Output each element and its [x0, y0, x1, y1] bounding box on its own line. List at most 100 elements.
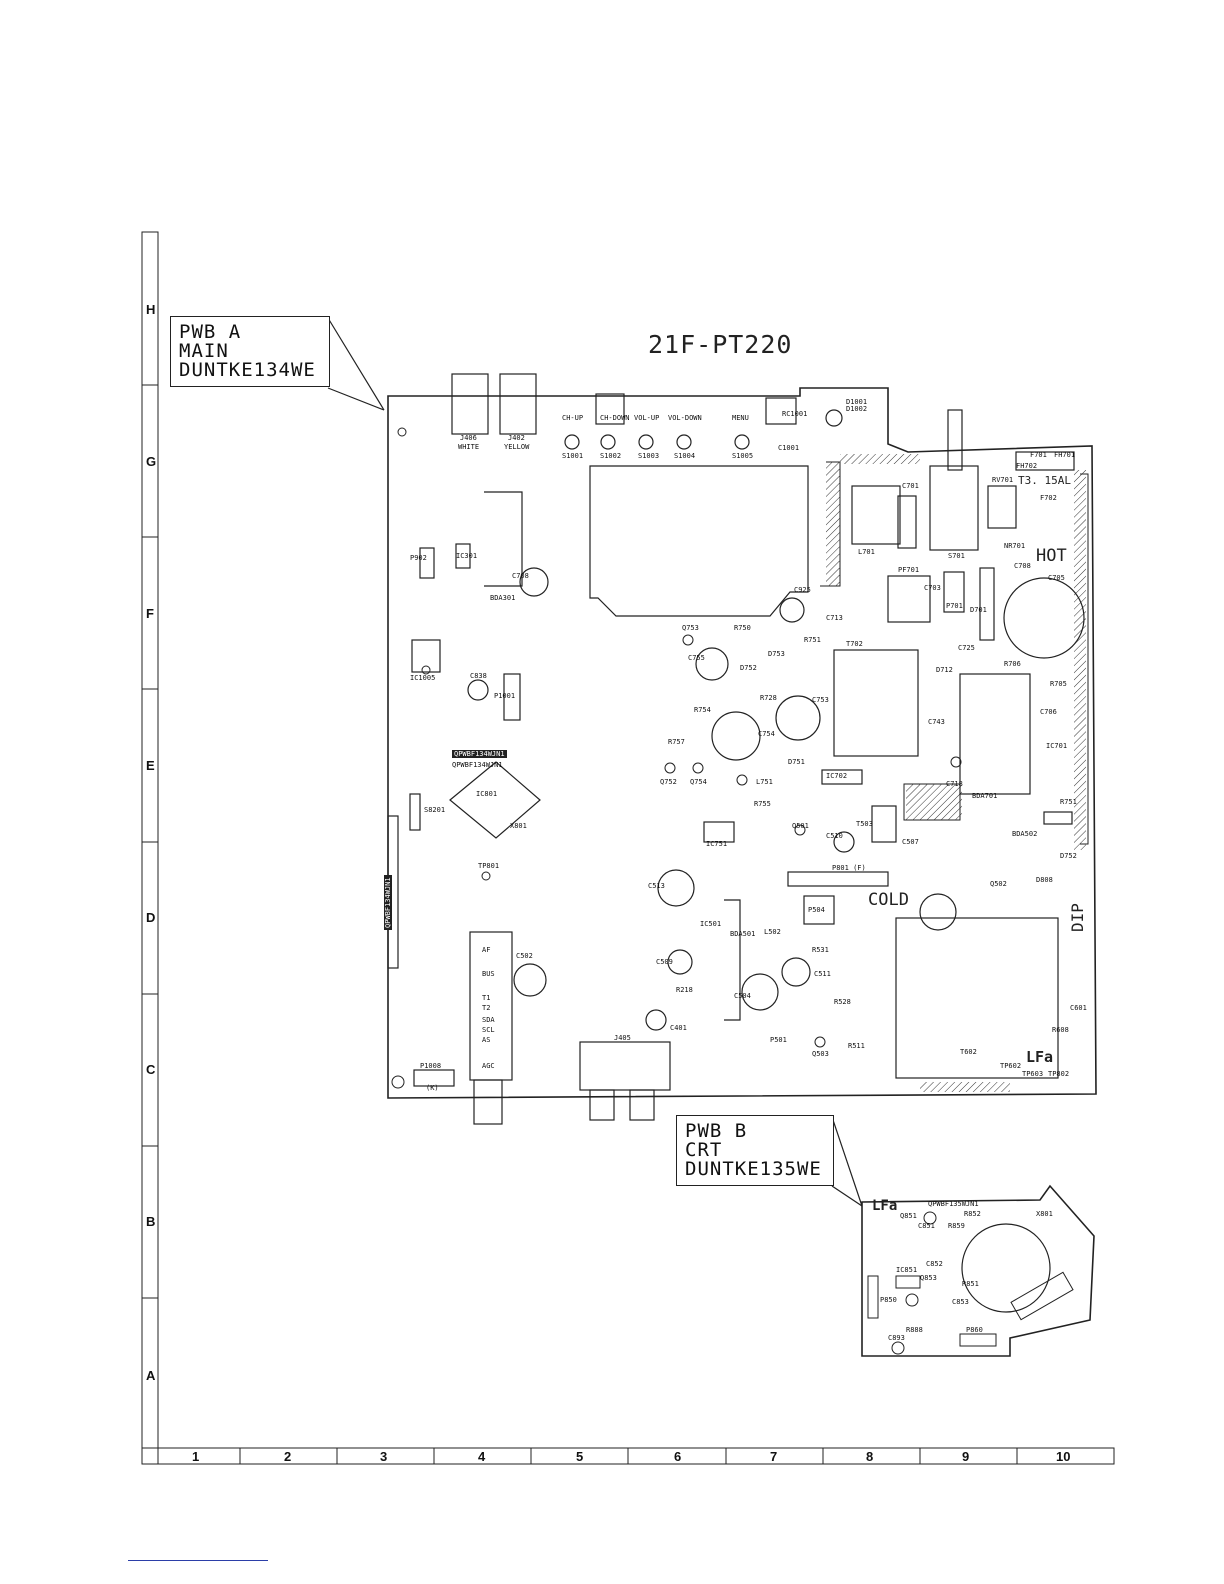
ref-r859: R859 [948, 1222, 965, 1230]
ref-r888: R888 [906, 1326, 923, 1334]
callout-main-line3: DUNTKE134WE [179, 359, 316, 381]
grid-row-e: E [146, 758, 155, 773]
grid-col-1: 1 [192, 1449, 200, 1464]
ref-s1005: S1005 [732, 452, 754, 460]
label-fuse-rating: T3. 15AL [1018, 474, 1071, 487]
ref-tp602: TP602 [1000, 1062, 1022, 1070]
ref-d712: D712 [936, 666, 953, 674]
grid-row-c: C [146, 1062, 156, 1077]
ref-r751: R751 [804, 636, 821, 644]
ref-p902: P902 [410, 554, 427, 562]
ref-c755: C755 [688, 654, 705, 662]
ref-vol-up: VOL-UP [634, 414, 660, 422]
ref-s1004: S1004 [674, 452, 696, 460]
ref-r757: R757 [668, 738, 685, 746]
pwb-code-2: QPWBF134WJN1 [452, 761, 503, 769]
grid-row-a: A [146, 1368, 156, 1383]
ref-d751: D751 [788, 758, 805, 766]
ref-p850: P850 [880, 1296, 897, 1304]
ref-t503: T503 [856, 820, 873, 828]
ref-fh702: FH702 [1016, 462, 1038, 470]
ref-bda301: BDA301 [490, 594, 516, 602]
ref-ic301: IC301 [456, 552, 478, 560]
ref-d808: D808 [1036, 876, 1053, 884]
ref-r511: R511 [848, 1042, 865, 1050]
ref-c507: C507 [902, 838, 919, 846]
ref-c851: C851 [918, 1222, 935, 1230]
grid-col-7: 7 [770, 1449, 778, 1464]
ref-d753: D753 [768, 650, 785, 658]
callout-main-line2: MAIN [179, 340, 229, 362]
ref-r751b: R751 [1060, 798, 1077, 806]
grid-col-10: 10 [1056, 1449, 1071, 1464]
ref-rv701: RV701 [992, 476, 1014, 484]
label-lfa-main: LFa [1026, 1048, 1054, 1066]
ref-ch-up: CH-UP [562, 414, 584, 422]
ref-ch-down: CH-DOWN [600, 414, 630, 422]
ref-c708b: C708 [512, 572, 529, 580]
tuner-pin-bus: BUS [482, 970, 495, 978]
ref-d701: D701 [970, 606, 987, 614]
ref-k: (K) [426, 1084, 439, 1092]
ref-menu: MENU [732, 414, 749, 422]
ref-tp802: TP802 [1048, 1070, 1070, 1078]
ref-r750: R750 [734, 624, 751, 632]
model-title: 21F-PT220 [648, 330, 793, 359]
ref-c509: C509 [656, 958, 673, 966]
ref-r851: R851 [962, 1280, 979, 1288]
ref-q501: Q501 [792, 822, 809, 830]
ref-d752: D752 [740, 664, 757, 672]
grid-col-4: 4 [478, 1449, 486, 1464]
ref-c502: C502 [516, 952, 533, 960]
ref-q853: Q853 [920, 1274, 937, 1282]
ref-p1001: P1001 [494, 692, 516, 700]
ref-c718: C718 [946, 780, 963, 788]
ref-ic751: IC751 [706, 840, 728, 848]
ref-ic801: IC801 [476, 790, 498, 798]
ref-c706: C706 [1040, 708, 1057, 716]
ref-pf701: PF701 [898, 566, 920, 574]
ref-c713: C713 [826, 614, 843, 622]
ref-c705: C705 [1048, 574, 1065, 582]
ref-r705: R705 [1050, 680, 1067, 688]
ref-p504: P504 [808, 906, 825, 914]
ref-s1003: S1003 [638, 452, 660, 460]
ref-tp801: TP801 [478, 862, 500, 870]
ref-c601: C601 [1070, 1004, 1087, 1012]
ref-q753: Q753 [682, 624, 699, 632]
ref-r852: R852 [964, 1210, 981, 1218]
grid-col-9: 9 [962, 1449, 970, 1464]
callout-main-line1: PWB A [179, 321, 242, 343]
ref-fh701: FH701 [1054, 451, 1076, 459]
ref-r706: R706 [1004, 660, 1021, 668]
grid-row-g: G [146, 454, 157, 469]
ref-c510: C510 [826, 832, 843, 840]
grid-row-f: F [146, 606, 154, 621]
ref-j405: J405 [614, 1034, 631, 1042]
ref-t702: T702 [846, 640, 863, 648]
ref-c852: C852 [926, 1260, 943, 1268]
major-parts [387, 491, 1085, 1125]
ref-ic501: IC501 [700, 920, 722, 928]
ref-s8201: S8201 [424, 806, 446, 814]
ref-l502: L502 [764, 928, 781, 936]
label-lfa-crt: LFa [872, 1198, 898, 1214]
ref-x801b: X801 [1036, 1210, 1053, 1218]
ref-c838: C838 [470, 672, 487, 680]
ref-ic1005: IC1005 [410, 674, 436, 682]
ref-q502: Q502 [990, 880, 1007, 888]
footer-link-line [128, 1560, 268, 1561]
ref-c513: C513 [648, 882, 665, 890]
ref-tp603: TP603 [1022, 1070, 1044, 1078]
tuner-pin-sda: SDA [482, 1016, 495, 1024]
ref-s1001: S1001 [562, 452, 584, 460]
ref-s1002: S1002 [600, 452, 622, 460]
callout-pwb-main: PWB A MAIN DUNTKE134WE [170, 316, 330, 387]
label-cold: COLD [868, 890, 909, 910]
ref-r528: R528 [834, 998, 851, 1006]
ref-p701: P701 [946, 602, 963, 610]
grid-row-h: H [146, 302, 156, 317]
ref-bda501: BDA501 [730, 930, 756, 938]
ref-q851: Q851 [900, 1212, 917, 1220]
